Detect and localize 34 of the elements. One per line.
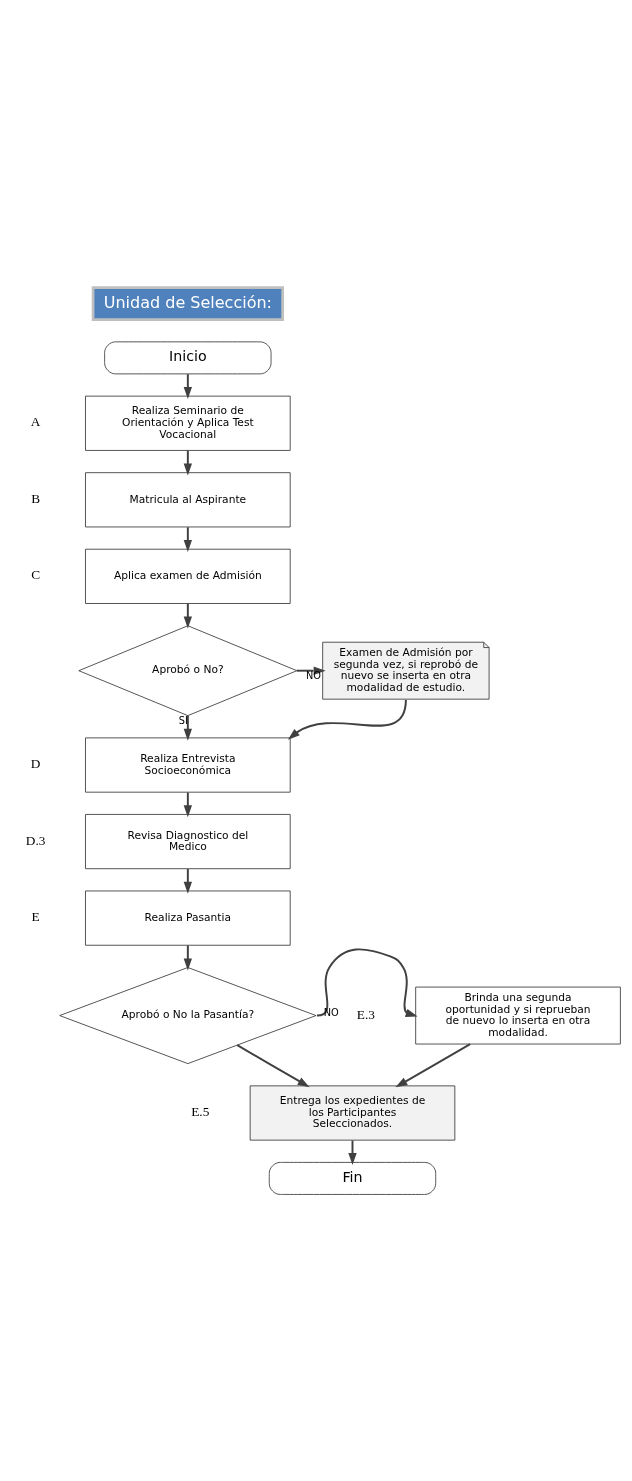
node-box: Inicio: [104, 340, 272, 374]
arrow: [183, 791, 193, 817]
node-diamond: Aprobó o No la Pasantía?: [59, 966, 317, 1064]
arrow: [183, 943, 193, 970]
arrow: [395, 1042, 472, 1087]
node-label: E: [31, 908, 40, 924]
arrow: [183, 714, 193, 741]
node-label: B: [31, 490, 41, 506]
edge-label: NO: [323, 1006, 339, 1018]
arrow: [183, 525, 193, 552]
node-box: Unidad de Selección:: [91, 285, 284, 321]
node-box: Aplica examen de Admisión: [85, 548, 291, 604]
node-box: Brinda una segunda oportunidad y si reprueban de nuevo lo inserta en otra modalidad.: [415, 986, 621, 1044]
arrow: [183, 372, 193, 399]
edge-label: SI: [178, 714, 188, 726]
node-label: A: [30, 413, 41, 429]
node-box: Entrega los expedientes de los Participantes Seleccionados.: [249, 1084, 456, 1141]
node-label: D: [30, 755, 41, 771]
node-box: Revisa Diagnostico del Medico: [85, 813, 291, 869]
node-box: Realiza Pasantia: [85, 890, 291, 946]
edge-label: NO: [305, 669, 321, 681]
arrow: [236, 1043, 310, 1087]
node-box: Matricula al Aspirante: [85, 471, 291, 527]
arrow: [287, 698, 407, 740]
node-label: C: [31, 566, 41, 582]
arrow: [183, 867, 193, 894]
arrow: [315, 947, 418, 1017]
node-box: Realiza Seminario de Orientación y Aplica Test Vocacional: [85, 395, 291, 451]
node-diamond: Aprobó o No?: [78, 624, 298, 716]
node-label: D.3: [25, 832, 46, 848]
node-box: Fin: [268, 1161, 437, 1195]
node-label: E.5: [191, 1103, 210, 1119]
node-box: Realiza Entrevista Socioeconómica: [85, 736, 291, 793]
node-label: E.3: [356, 1006, 375, 1022]
